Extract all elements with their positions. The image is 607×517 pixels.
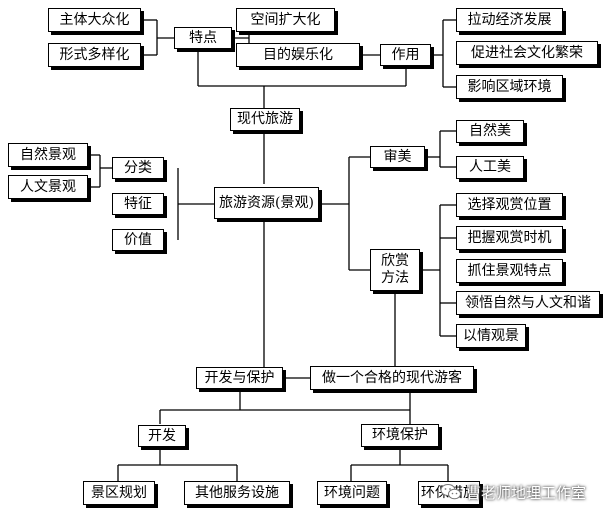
- wechat-watermark: 曹老师地理工作室: [440, 475, 605, 509]
- node-natural-beauty: 自然美: [456, 120, 524, 143]
- appreciation-methods-line-1: 欣赏 方法: [381, 253, 409, 286]
- node-choose-viewpoint: 选择观赏位置: [456, 193, 563, 217]
- node-capture-features: 抓住景观特点: [456, 259, 563, 283]
- node-aesthetics: 审美: [370, 146, 425, 168]
- node-environmental-issues: 环境问题: [317, 481, 387, 505]
- node-regional-environment: 影响区域环境: [456, 75, 563, 99]
- node-appreciation-methods: 欣赏 方法: [370, 249, 420, 291]
- wechat-icon: [440, 484, 461, 500]
- node-features: 特点: [174, 27, 232, 49]
- node-natural-landscape: 自然景观: [8, 143, 88, 167]
- node-harmony: 领悟自然与人文和谐: [456, 291, 600, 315]
- node-other-facilities: 其他服务设施: [184, 481, 290, 505]
- node-space-expansion: 空间扩大化: [236, 8, 335, 32]
- node-boost-economy: 拉动经济发展: [456, 8, 563, 32]
- node-tourism-resources: 旅游资源(景观): [214, 187, 319, 219]
- node-characteristics: 特征: [112, 193, 164, 215]
- node-qualified-tourist: 做一个合格的现代游客: [310, 366, 474, 390]
- node-view-with-emotion: 以情观景: [456, 324, 526, 348]
- node-entertainment-purpose: 目的娱乐化: [236, 43, 360, 67]
- node-cultural-landscape: 人文景观: [8, 175, 88, 199]
- node-value: 价值: [112, 229, 164, 251]
- node-promote-culture: 促进社会文化繁荣: [456, 41, 598, 65]
- node-effects: 作用: [380, 44, 431, 66]
- watermark-text: 曹老师地理工作室: [466, 483, 587, 502]
- node-modern-tourism: 现代旅游: [230, 108, 300, 131]
- node-diverse-forms: 形式多样化: [48, 43, 141, 67]
- node-development: 开发: [138, 425, 186, 447]
- node-environmental-protection: 环境保护: [361, 424, 439, 447]
- node-mass-participation: 主体大众化: [48, 8, 141, 32]
- node-classification: 分类: [112, 157, 164, 179]
- node-development-protection: 开发与保护: [196, 367, 283, 389]
- node-choose-timing: 把握观赏时机: [456, 226, 563, 250]
- node-scenic-planning: 景区规划: [83, 481, 155, 505]
- node-artificial-beauty: 人工美: [456, 156, 524, 179]
